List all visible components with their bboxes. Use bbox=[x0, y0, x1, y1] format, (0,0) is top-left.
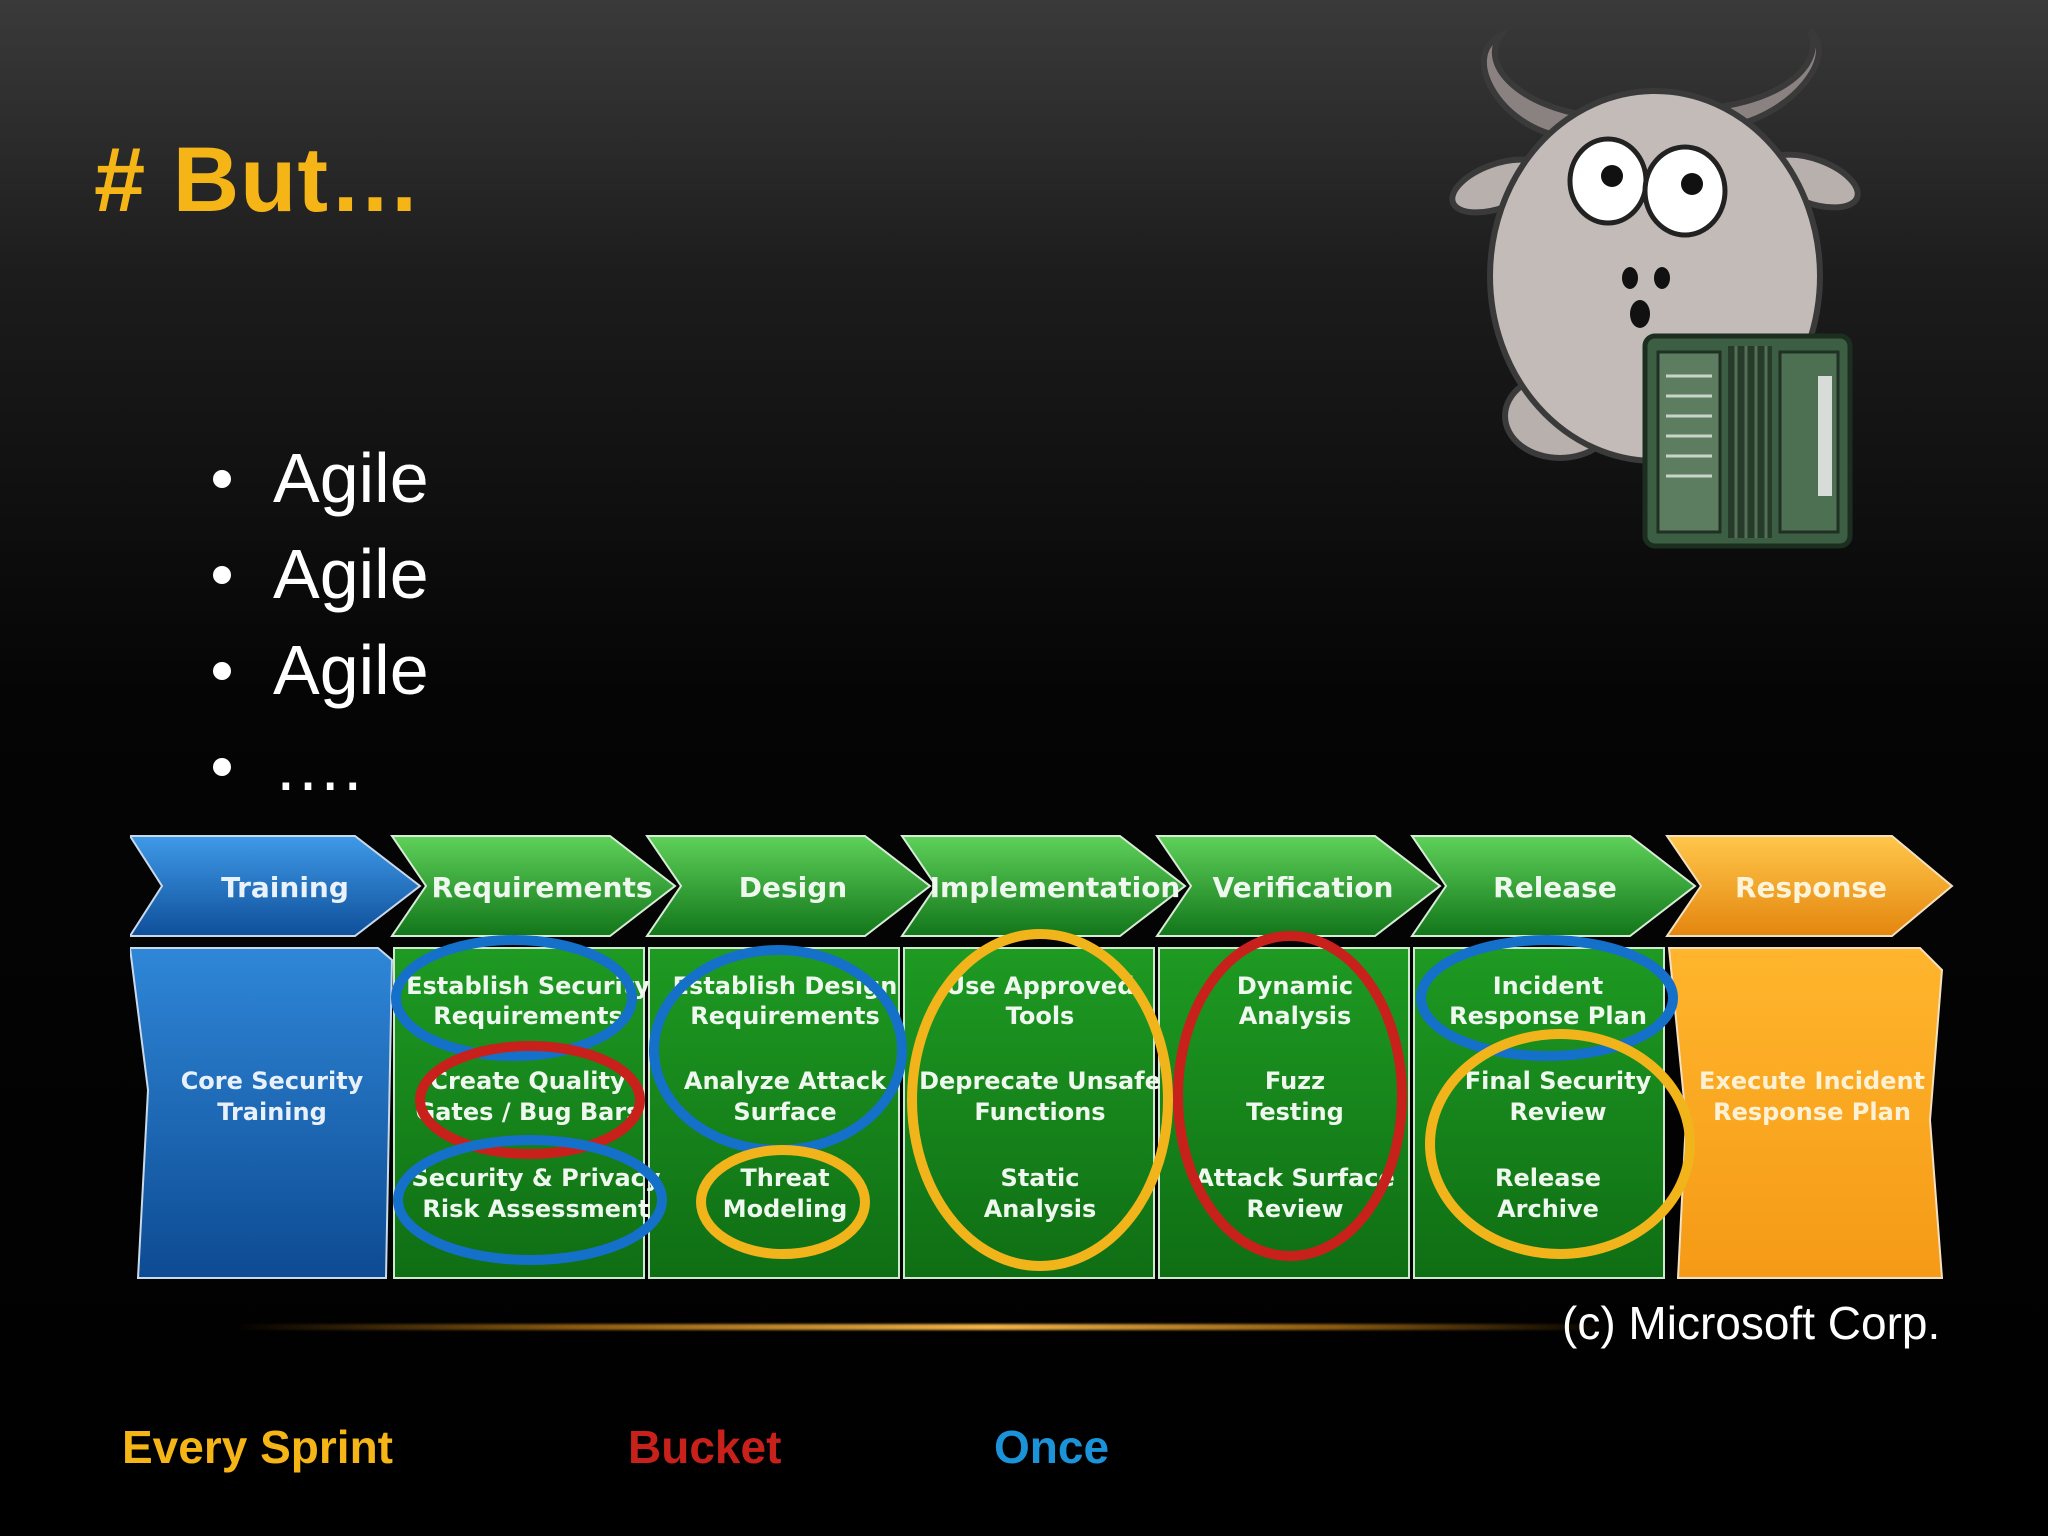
once-ring bbox=[393, 1135, 667, 1265]
phase-training-chevron bbox=[130, 835, 422, 937]
bullet-dot-icon bbox=[213, 470, 231, 488]
resp-item1-line1: Execute Incident bbox=[1699, 1067, 1925, 1095]
highlight-rings bbox=[391, 929, 1695, 1271]
impl-item2-line1: Deprecate Unsafe bbox=[919, 1067, 1161, 1095]
bullet-item: …. bbox=[205, 718, 429, 814]
impl-item1-line2: Tools bbox=[1006, 1002, 1075, 1030]
bullet-dot-icon bbox=[213, 758, 231, 776]
rel-item3-line2: Archive bbox=[1497, 1195, 1599, 1223]
legend-every-sprint: Every Sprint bbox=[122, 1421, 393, 1473]
legend-once: Once bbox=[994, 1421, 1110, 1473]
divider-glow bbox=[230, 1324, 1610, 1330]
ver-item3-line1: Attack Surface bbox=[1195, 1164, 1395, 1192]
phase-label-training: Training bbox=[221, 871, 349, 904]
implementation-panel bbox=[903, 947, 1155, 1279]
every-sprint-ring bbox=[907, 929, 1173, 1271]
impl-item3-line1: Static bbox=[1001, 1164, 1080, 1192]
ver-item2-line1: Fuzz bbox=[1265, 1067, 1325, 1095]
req-item2-line1: Create Quality bbox=[430, 1067, 626, 1095]
bullet-item: Agile bbox=[205, 430, 429, 526]
rel-item3-line1: Release bbox=[1495, 1164, 1601, 1192]
bullet-dot-icon bbox=[213, 662, 231, 680]
once-ring bbox=[391, 935, 637, 1061]
sdl-process-diagram: Training Requirements Design Implementat… bbox=[130, 835, 1954, 1279]
phase-response-chevron bbox=[1665, 835, 1954, 937]
goat-with-accordion-icon bbox=[1449, 28, 1861, 549]
req-item2-line2: Gates / Bug Bars bbox=[416, 1098, 641, 1126]
release-panel bbox=[1413, 947, 1665, 1279]
ver-item1-line1: Dynamic bbox=[1237, 972, 1353, 1000]
req-item3-line2: Risk Assessment bbox=[422, 1195, 649, 1223]
phase-header-row: Training Requirements Design Implementat… bbox=[130, 835, 1954, 937]
ver-item2-line2: Testing bbox=[1246, 1098, 1344, 1126]
copyright-text: (c) Microsoft Corp. bbox=[1562, 1297, 1941, 1349]
legend-bucket: Bucket bbox=[628, 1421, 782, 1473]
req-item1-line1: Establish Security bbox=[406, 972, 650, 1000]
phase-design-chevron bbox=[645, 835, 932, 937]
bullet-item: Agile bbox=[205, 526, 429, 622]
phase-implementation-chevron bbox=[900, 835, 1187, 937]
phase-label-design: Design bbox=[739, 871, 847, 904]
slide-title: # But… bbox=[94, 129, 422, 231]
design-item1-line2: Requirements bbox=[690, 1002, 880, 1030]
every-sprint-ring bbox=[1425, 1029, 1695, 1259]
design-item2-line2: Surface bbox=[733, 1098, 836, 1126]
phase-body-row bbox=[130, 947, 1944, 1279]
req-item1-line2: Requirements bbox=[433, 1002, 623, 1030]
ver-item1-line2: Analysis bbox=[1239, 1002, 1352, 1030]
phase-label-response: Response bbox=[1735, 871, 1887, 904]
phase-release-chevron bbox=[1410, 835, 1697, 937]
ver-item3-line2: Review bbox=[1246, 1195, 1343, 1223]
resp-item1-line2: Response Plan bbox=[1713, 1098, 1911, 1126]
rel-item2-line1: Final Security bbox=[1465, 1067, 1652, 1095]
bullet-list: Agile Agile Agile …. bbox=[205, 430, 429, 814]
training-item-line1: Core Security bbox=[181, 1067, 364, 1095]
rel-item1-line2: Response Plan bbox=[1449, 1002, 1647, 1030]
bullet-item: Agile bbox=[205, 622, 429, 718]
once-ring bbox=[1416, 935, 1678, 1061]
requirements-panel bbox=[393, 947, 645, 1279]
design-item2-line1: Analyze Attack bbox=[684, 1067, 887, 1095]
phase-requirements-chevron bbox=[390, 835, 677, 937]
design-item3-line2: Modeling bbox=[723, 1195, 848, 1223]
phase-label-release: Release bbox=[1493, 871, 1617, 904]
impl-item2-line2: Functions bbox=[974, 1098, 1105, 1126]
rel-item1-line1: Incident bbox=[1493, 972, 1603, 1000]
every-sprint-ring bbox=[696, 1145, 870, 1259]
phase-label-verification: Verification bbox=[1213, 871, 1394, 904]
impl-item1-line1: Use Approved bbox=[946, 972, 1135, 1000]
bucket-ring bbox=[415, 1041, 645, 1159]
impl-item3-line2: Analysis bbox=[984, 1195, 1097, 1223]
req-item3-line1: Security & Privacy bbox=[411, 1164, 660, 1192]
training-item-line2: Training bbox=[217, 1098, 327, 1126]
training-panel bbox=[130, 947, 394, 1279]
bullet-dot-icon bbox=[213, 566, 231, 584]
phase-verification-chevron bbox=[1155, 835, 1442, 937]
phase-label-implementation: Implementation bbox=[930, 871, 1181, 904]
design-item3-line1: Threat bbox=[740, 1164, 829, 1192]
bucket-ring bbox=[1173, 931, 1407, 1261]
phase-label-requirements: Requirements bbox=[431, 871, 652, 904]
response-panel bbox=[1667, 947, 1944, 1279]
rel-item2-line2: Review bbox=[1509, 1098, 1606, 1126]
